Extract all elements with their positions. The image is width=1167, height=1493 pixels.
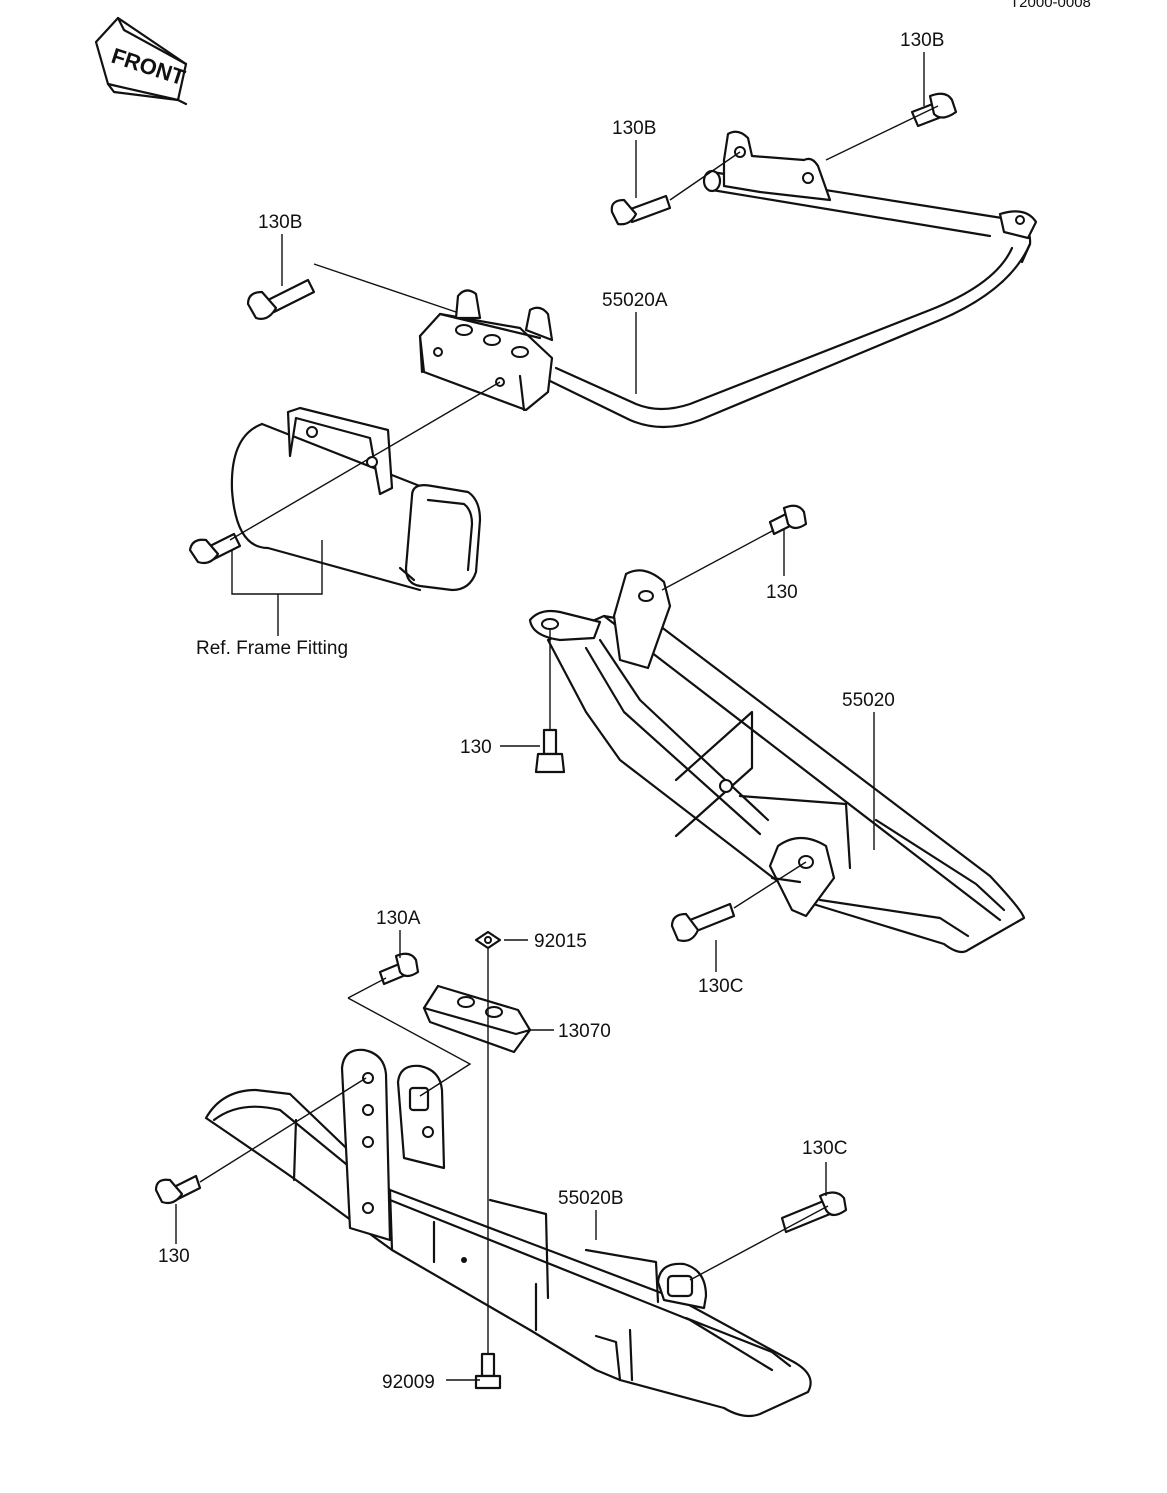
front-arrow-icon: FRONT (94, 16, 189, 106)
bolt-frame-fitting (188, 532, 242, 565)
label-130c-lower: 130C (802, 1138, 847, 1159)
bolt-130-lower (154, 1174, 202, 1205)
block-13070 (422, 984, 532, 1054)
label-130-upper-right: 130 (766, 582, 798, 603)
bolt-130b-mid (610, 194, 672, 226)
label-55020b: 55020B (558, 1188, 624, 1209)
bolt-130-upper-left (534, 728, 566, 774)
frame-guard-55020a (418, 130, 1038, 429)
label-130c-upper: 130C (698, 976, 743, 997)
label-130b-top: 130B (900, 30, 944, 51)
callout-leaders (175, 52, 925, 1381)
label-130-upper-left: 130 (460, 737, 492, 758)
frame-fitting-reference (230, 406, 482, 592)
label-92009: 92009 (382, 1372, 435, 1393)
label-92015: 92015 (534, 931, 587, 952)
assembly-lines (199, 105, 939, 1354)
label-55020a: 55020A (602, 290, 668, 311)
label-130-lower: 130 (158, 1246, 190, 1267)
bolt-130b-top (910, 92, 958, 128)
bolt-130c-upper (670, 902, 736, 942)
screw-92009 (474, 1352, 502, 1390)
label-130b-left: 130B (258, 212, 302, 233)
bolt-130a (378, 952, 420, 986)
chain-guard-55020 (528, 569, 1026, 954)
chain-guard-55020b (204, 1048, 812, 1418)
bolt-130-upper-right (768, 504, 808, 536)
diagram-id-label: T2000-0008 (1010, 0, 1091, 11)
ref-frame-fitting-label: Ref. Frame Fitting (196, 638, 348, 659)
label-13070: 13070 (558, 1021, 611, 1042)
nut-92015 (474, 930, 502, 950)
label-55020: 55020 (842, 690, 895, 711)
label-130b-mid: 130B (612, 118, 656, 139)
label-130a: 130A (376, 908, 421, 929)
bolt-130b-left (246, 278, 316, 320)
